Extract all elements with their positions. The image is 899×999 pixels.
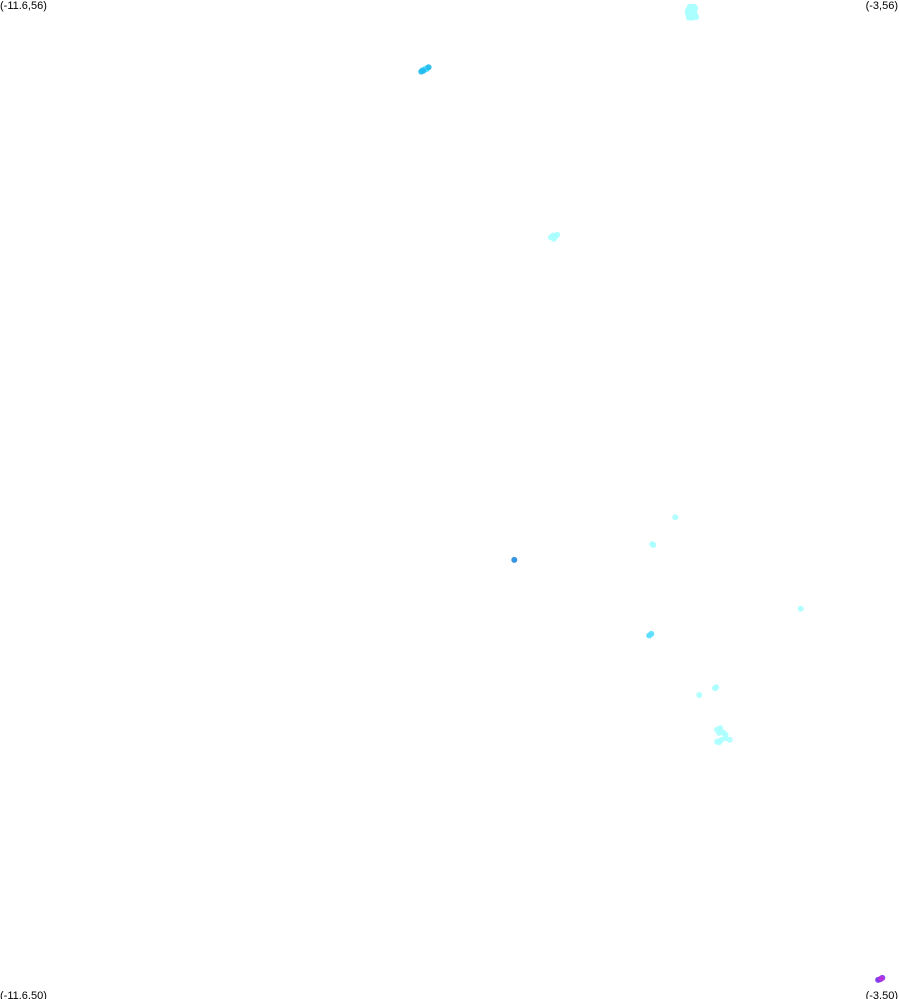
map-point[interactable] [797,605,804,612]
corner-label-top-right: (-3,56) [865,0,898,12]
cluster-southeast-magenta [878,975,885,982]
scatter-south-blue [511,556,518,563]
corner-label-bottom-left: (-11.6,50) [0,990,47,999]
map-point[interactable] [672,514,679,521]
map-point[interactable] [650,542,657,548]
map-point[interactable] [554,231,561,238]
map-point[interactable] [878,975,885,982]
map-point[interactable] [693,14,700,20]
corner-label-bottom-right: (-3,50) [865,990,898,999]
map-point[interactable] [714,738,721,745]
map-point[interactable] [425,64,432,71]
map-point[interactable] [717,725,724,732]
map-point[interactable] [551,235,557,242]
map-point[interactable] [511,556,518,563]
cluster-central [547,231,561,242]
map-point[interactable] [696,692,703,698]
corner-label-top-left: (-11.6,56) [0,0,47,12]
map-point[interactable] [648,630,655,637]
cluster-northwest-mixed-dark [418,64,432,75]
map-point[interactable] [420,67,427,74]
scatter-south-cyan [646,630,655,639]
cluster-north-large [684,3,700,21]
scatter-south-light [649,514,804,746]
map-point[interactable] [713,684,720,691]
map-point[interactable] [722,735,729,742]
